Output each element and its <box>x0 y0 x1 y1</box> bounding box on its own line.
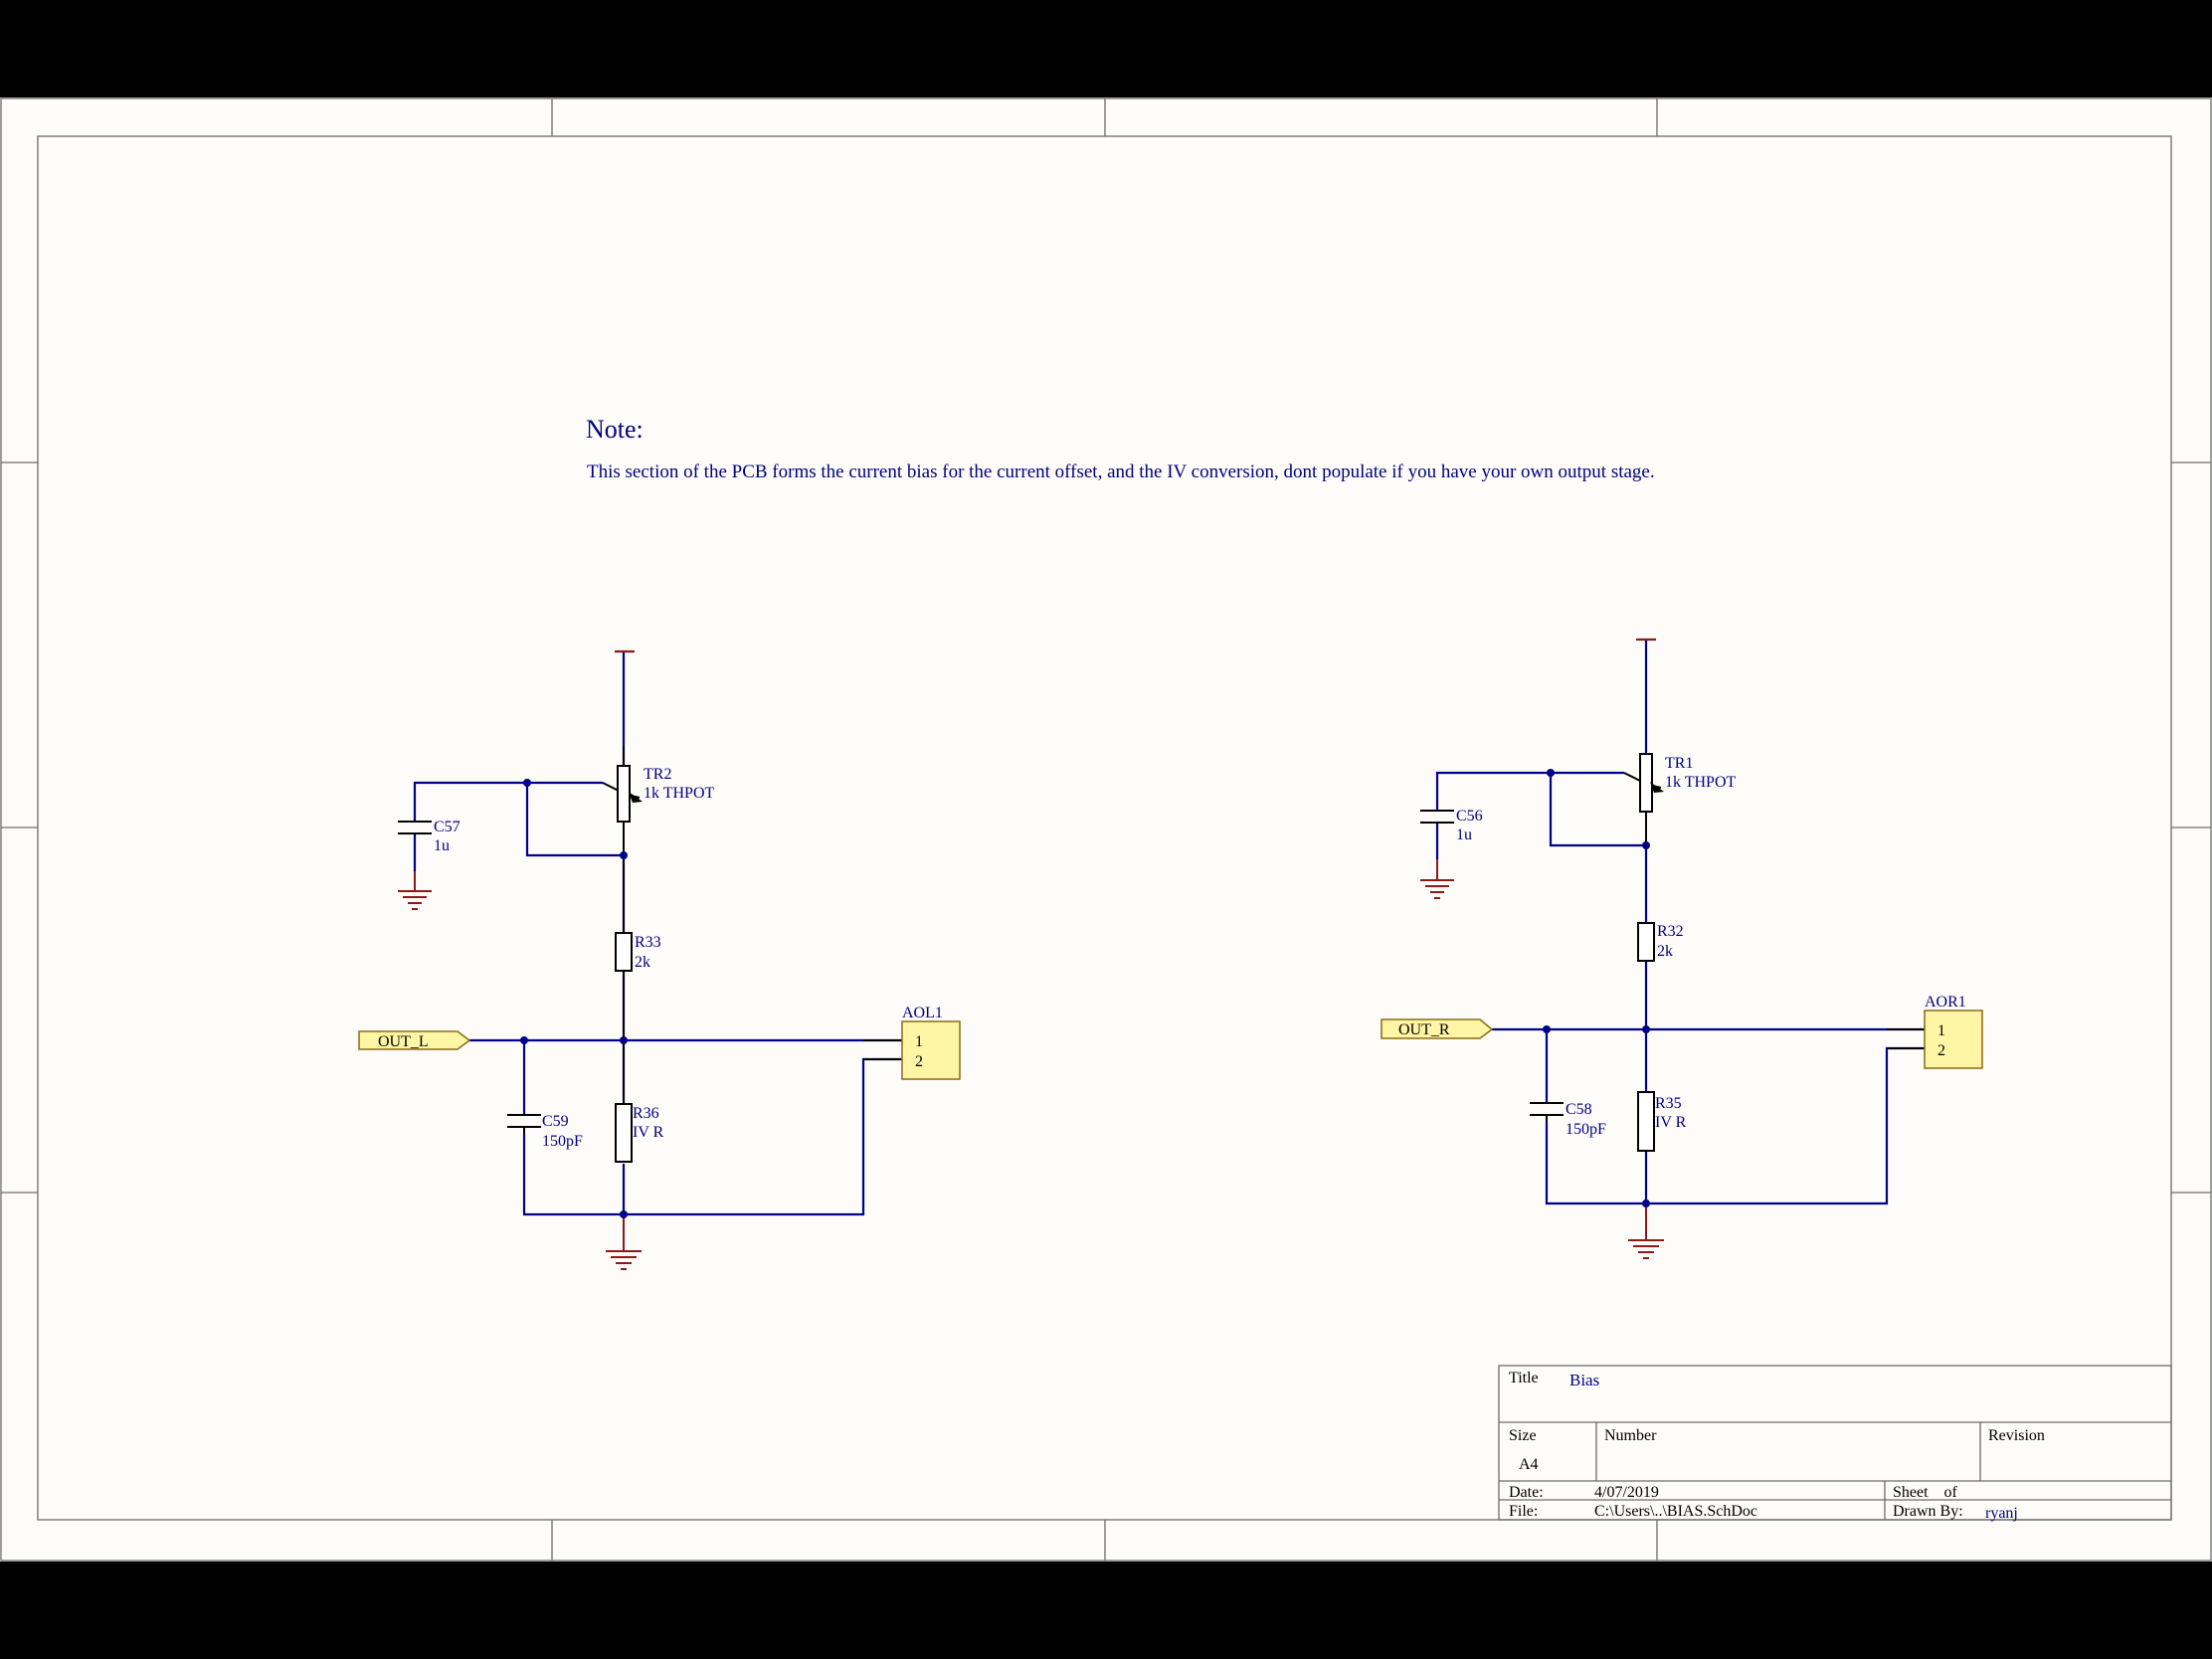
drawn-by-label: Drawn By: <box>1893 1503 1963 1520</box>
capacitor-symbol <box>1530 1102 1564 1122</box>
note-heading: Note: <box>586 415 644 444</box>
title-value: Bias <box>1569 1371 1599 1389</box>
port-out-r <box>1381 1018 1494 1039</box>
resistor-mid-body <box>1637 922 1655 962</box>
trimmer-value: 1k THPOT <box>1665 774 1736 791</box>
drawn-by-value: ryanj <box>1985 1505 2018 1522</box>
resistor-bottom-ref: R35 <box>1655 1095 1682 1112</box>
size-value: A4 <box>1519 1456 1539 1473</box>
left-circuit: TR2 1k THPOT C57 1u R33 2k R36 IV R <box>358 649 961 1270</box>
header-body <box>901 1020 961 1080</box>
resistor-mid-value: 2k <box>635 954 650 971</box>
capacitor-symbol <box>1420 810 1454 824</box>
trimmer-ref: TR2 <box>644 766 671 783</box>
cap-bottom-ref: C59 <box>542 1113 569 1130</box>
header-body <box>1924 1010 1983 1069</box>
resistor-mid-value: 2k <box>1657 943 1673 960</box>
cap-top-ref: C56 <box>1456 808 1483 825</box>
resistor-mid-body <box>615 932 633 972</box>
header-pin-1: 1 <box>915 1033 923 1050</box>
ground-symbol <box>606 1214 642 1270</box>
port-label: OUT_R <box>1398 1021 1450 1038</box>
sheet-paper <box>0 97 2212 1562</box>
junction-dots <box>1543 769 1650 1207</box>
trimmer-body <box>617 765 631 823</box>
ground-symbol <box>398 871 432 910</box>
header-pin-2: 2 <box>1937 1042 1945 1059</box>
resistor-bottom-value: IV R <box>633 1124 664 1141</box>
cap-top-value: 1u <box>1456 827 1472 843</box>
ground-symbol <box>1420 859 1454 899</box>
cap-top-ref: C57 <box>434 819 461 835</box>
cap-bottom-value: 150pF <box>1566 1121 1606 1138</box>
trimmer-ref: TR1 <box>1665 755 1693 772</box>
resistor-bottom-body <box>615 1103 633 1163</box>
header-ref: AOR1 <box>1925 994 1966 1011</box>
resistor-bottom-body <box>1637 1091 1655 1152</box>
right-circuit: TR1 1k THPOT C56 1u R32 2k R35 IV R <box>1381 638 1983 1259</box>
sheet-label: Sheet of <box>1893 1484 1958 1501</box>
port-label: OUT_L <box>378 1033 429 1050</box>
header-pin-2: 2 <box>915 1053 923 1070</box>
resistor-bottom-ref: R36 <box>633 1105 659 1122</box>
ground-symbol <box>1628 1203 1664 1259</box>
title-block: Title Bias Size A4 Number Revision Date:… <box>1498 1365 2172 1522</box>
header-pin-1: 1 <box>1937 1022 1945 1039</box>
resistor-bottom-value: IV R <box>1655 1114 1687 1131</box>
date-label: Date: <box>1509 1484 1544 1501</box>
title-label: Title <box>1509 1370 1539 1386</box>
file-label: File: <box>1509 1503 1538 1520</box>
port-out-l <box>358 1030 471 1050</box>
trimmer-body <box>1639 753 1653 813</box>
date-value: 4/07/2019 <box>1594 1484 1659 1501</box>
revision-label: Revision <box>1988 1427 2045 1444</box>
cap-bottom-ref: C58 <box>1566 1101 1592 1118</box>
file-value: C:\Users\..\BIAS.SchDoc <box>1594 1503 1757 1520</box>
resistor-mid-ref: R32 <box>1657 923 1684 940</box>
cap-bottom-value: 150pF <box>542 1133 583 1150</box>
capacitor-symbol <box>507 1114 541 1134</box>
size-label: Size <box>1509 1427 1537 1444</box>
resistor-mid-ref: R33 <box>635 934 661 951</box>
cap-top-value: 1u <box>434 837 450 854</box>
header-ref: AOL1 <box>902 1005 943 1021</box>
number-label: Number <box>1604 1427 1657 1444</box>
trimmer-wiper-arrow <box>629 792 643 803</box>
sheet-border <box>0 97 2212 1562</box>
junction-dots <box>520 779 628 1218</box>
capacitor-symbol <box>398 821 432 834</box>
trimmer-value: 1k THPOT <box>644 785 714 802</box>
note-text: This section of the PCB forms the curren… <box>587 461 1655 482</box>
trimmer-wiper-arrow <box>1650 782 1664 793</box>
